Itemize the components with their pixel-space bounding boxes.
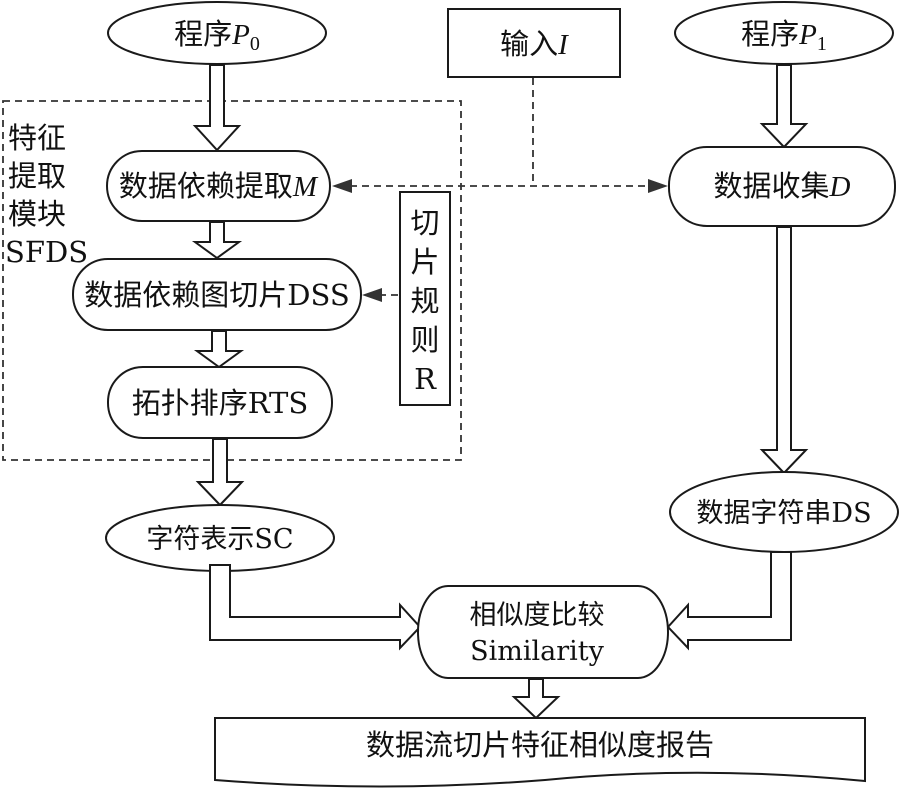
report-node: 数据流切片特征相似度报告 <box>214 717 866 788</box>
dep-extract-label: 数据依赖提取 <box>119 169 293 203</box>
input-node: 输入I <box>447 8 621 78</box>
feature-extraction-module-boundary <box>2 100 462 461</box>
program-p0-node: 程序P0 <box>107 1 327 65</box>
arrow-dep-extract-to-dsg-slice <box>191 221 243 260</box>
svg-text:数据依赖提取M: 数据依赖提取M <box>119 169 319 203</box>
slice-rule-line-4: 则 <box>410 323 439 357</box>
similarity-label: 相似度比较 <box>470 600 605 631</box>
arrow-p0-to-dep-extract <box>192 64 242 152</box>
input-var: I <box>557 29 569 61</box>
module-label-line-2: 提取 <box>8 159 66 193</box>
slice-rule-line-1: 切 <box>410 206 439 240</box>
dsg-slice-label: 数据依赖图切片DSS <box>84 278 349 312</box>
input-label: 输入 <box>500 27 558 61</box>
similarity-sublabel: Similarity <box>470 636 604 667</box>
arrow-data-string-to-similarity <box>666 551 792 651</box>
arrow-similarity-to-report <box>511 678 561 720</box>
char-repr-node: 字符表示SC <box>105 504 335 572</box>
char-repr-label: 字符表示SC <box>146 524 293 555</box>
svg-text:程序P0: 程序P0 <box>174 17 260 55</box>
svg-text:输入I: 输入I <box>500 27 569 61</box>
arrowhead-to-dep-extract <box>332 179 352 193</box>
topo-sort-label: 拓扑排序RTS <box>132 386 309 420</box>
arrowhead-to-dsg-slice <box>362 288 382 302</box>
module-label-line-1: 特征 <box>8 121 66 155</box>
report-label: 数据流切片特征相似度报告 <box>366 728 714 762</box>
slice-rule-node: 切 片 规 则 R <box>399 191 451 406</box>
data-collect-var: D <box>829 171 851 203</box>
arrow-topo-sort-to-char-repr <box>195 438 245 507</box>
slice-rule-connector <box>362 288 398 302</box>
program-p0-label: 程序 <box>174 17 232 51</box>
slice-rule-line-3: 规 <box>410 284 439 318</box>
program-p0-sub: 0 <box>250 33 260 55</box>
data-collect-node: 数据收集D <box>668 146 896 227</box>
arrow-dsg-slice-to-topo-sort <box>193 330 245 369</box>
similarity-node: 相似度比较 Similarity <box>417 585 669 679</box>
topo-sort-node: 拓扑排序RTS <box>107 366 333 439</box>
slice-rule-line-5: R <box>414 362 437 396</box>
arrow-char-repr-to-similarity <box>209 564 422 651</box>
arrowhead-to-data-collect <box>648 179 668 193</box>
dsg-slice-node: 数据依赖图切片DSS <box>72 258 362 331</box>
data-string-node: 数据字符串DS <box>669 471 899 553</box>
program-p0-var: P <box>231 19 250 51</box>
arrow-p1-to-data-collect <box>759 64 809 149</box>
program-p1-sub: 1 <box>817 33 827 55</box>
data-collect-label: 数据收集 <box>714 169 830 203</box>
svg-text:程序P1: 程序P1 <box>741 17 827 55</box>
slice-rule-line-2: 片 <box>410 245 439 279</box>
program-p1-var: P <box>798 19 817 51</box>
module-label: 特征 提取 模块 SFDS <box>5 121 88 269</box>
svg-text:数据收集D: 数据收集D <box>714 169 851 203</box>
module-label-line-4: SFDS <box>5 235 88 269</box>
data-string-label: 数据字符串DS <box>696 498 871 529</box>
arrow-data-collect-to-data-string <box>759 226 809 475</box>
dep-extract-node: 数据依赖提取M <box>106 150 331 222</box>
input-connector <box>332 78 668 193</box>
dep-extract-var: M <box>292 171 319 203</box>
program-p1-label: 程序 <box>741 17 799 51</box>
program-p1-node: 程序P1 <box>674 1 894 65</box>
module-label-line-3: 模块 <box>8 197 66 231</box>
